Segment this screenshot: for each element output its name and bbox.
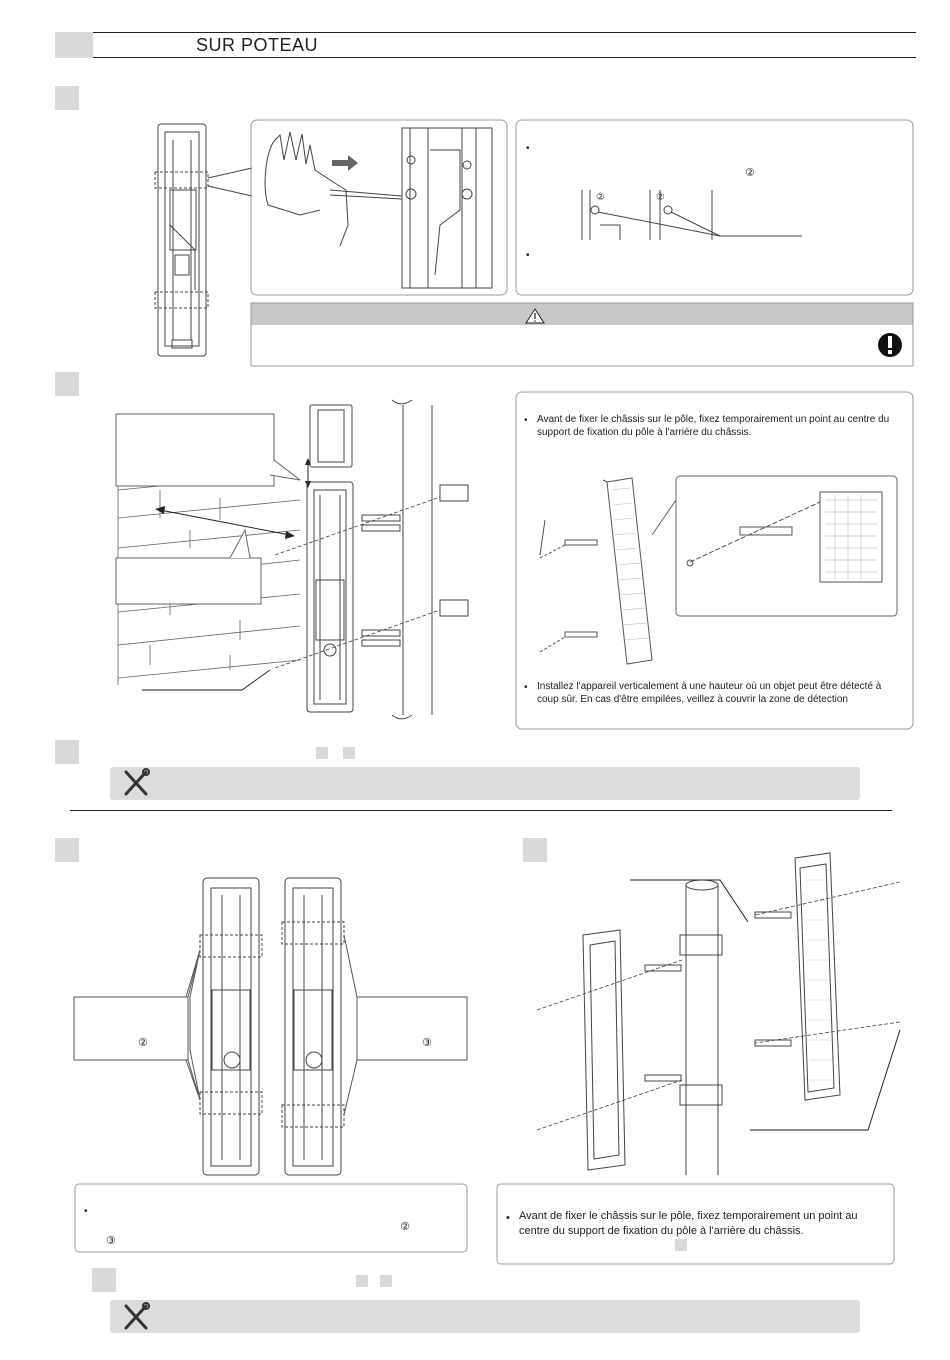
circled-number: ② (745, 166, 755, 179)
circled-number: ② (400, 1220, 410, 1233)
reference-box (675, 1239, 687, 1251)
step-number-box (55, 372, 79, 396)
circled-number: ③ (106, 1234, 116, 1247)
circled-number: ③ (422, 1036, 432, 1049)
info-bullet: • (506, 1212, 510, 1224)
section-divider (70, 810, 892, 811)
step-number-box (92, 1268, 116, 1292)
tool-note-bar (110, 1300, 860, 1333)
reference-box (343, 747, 355, 759)
section-number-box-header (55, 32, 93, 58)
circled-number: ② (596, 192, 605, 203)
info-text-fixing: Avant de fixer le châssis sur le pôle, f… (519, 1210, 858, 1237)
reference-box (356, 1275, 368, 1287)
info-bullet: • (526, 250, 530, 261)
info-bullet: • (526, 143, 530, 154)
step-number-box (55, 838, 79, 862)
page-title: SUR POTEAU (196, 35, 319, 55)
info-text-fixing: Avant de fixer le châssis sur le pôle, f… (537, 414, 890, 438)
step-number-box (55, 740, 79, 764)
exclamation-circle-icon (878, 333, 902, 357)
step-number-box (523, 838, 547, 862)
reference-box (316, 747, 328, 759)
reference-box (380, 1275, 392, 1287)
info-text-height: Installez l'appareil verticalement à une… (537, 681, 882, 705)
header-rule-top (93, 32, 916, 33)
header-rule-bottom (93, 57, 916, 58)
info-bullet: • (524, 682, 528, 693)
info-bullet: • (84, 1206, 88, 1217)
step-number-box (55, 86, 79, 110)
circled-number: ② (656, 192, 665, 203)
info-bullet: • (524, 415, 528, 426)
circled-number: ② (138, 1036, 148, 1049)
tool-note-bar (110, 767, 860, 800)
warning-triangle-icon (525, 307, 545, 325)
